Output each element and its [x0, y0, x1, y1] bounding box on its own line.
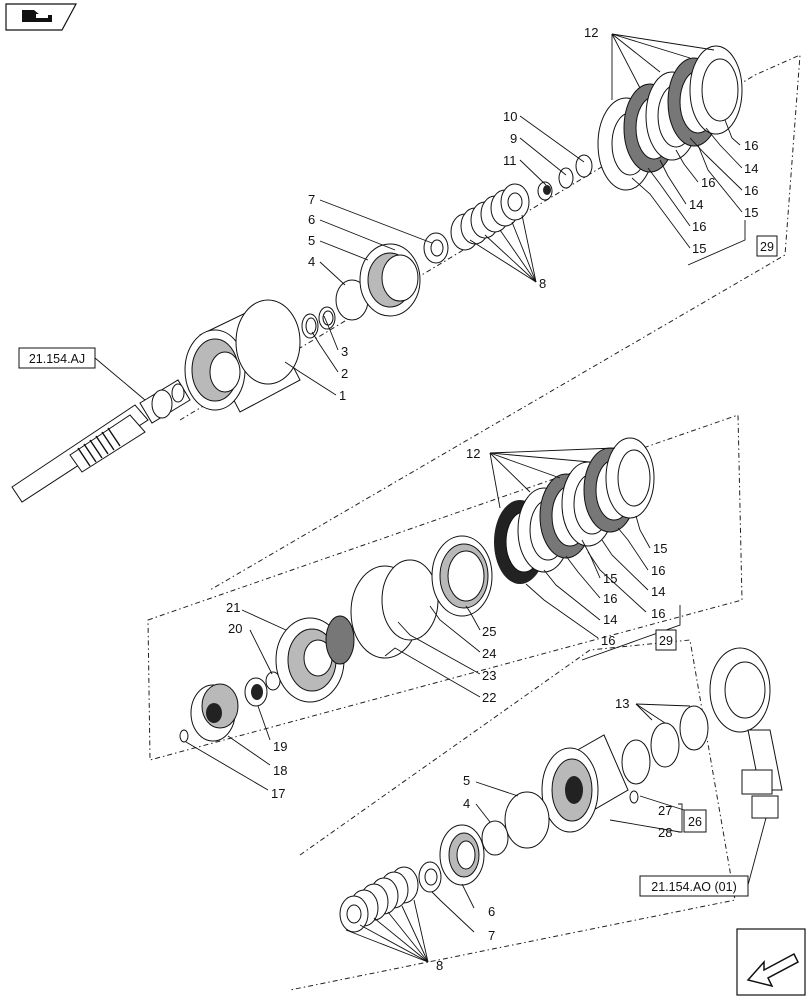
- lever-assembly: [709, 647, 783, 819]
- callout-8: 8: [436, 958, 443, 973]
- callout-14: 14: [744, 161, 758, 176]
- callout-10: 10: [503, 109, 517, 124]
- bearing-19: [244, 677, 268, 707]
- bushing-11: [537, 181, 553, 201]
- o-rings-13: [621, 705, 709, 785]
- callout-14: 14: [689, 197, 703, 212]
- gear-18: [190, 683, 239, 742]
- ring-9: [558, 167, 574, 189]
- callout-18: 18: [273, 763, 287, 778]
- callout-15: 15: [744, 205, 758, 220]
- spring-pack-8: [450, 183, 530, 251]
- callout-6: 6: [488, 904, 495, 919]
- callout-20: 20: [228, 621, 242, 636]
- frame-top: [179, 54, 801, 591]
- callout-22: 22: [482, 690, 496, 705]
- callout-3: 3: [341, 344, 348, 359]
- washer-7-bottom: [418, 861, 442, 893]
- callout-16: 16: [744, 138, 758, 153]
- piston-6-bottom: [439, 824, 485, 886]
- callout-11: 11: [503, 153, 517, 168]
- kit-29-top-box[interactable]: 29: [756, 235, 778, 257]
- callout-15: 15: [692, 241, 706, 256]
- callout-19: 19: [273, 739, 287, 754]
- callout-13: 13: [615, 696, 629, 711]
- callout-4: 4: [308, 254, 315, 269]
- callout-15: 15: [653, 541, 667, 556]
- callouts-middle: 12 15 16 15 14 16 14 16 16 21 20 25 24 2…: [226, 446, 667, 801]
- frame-middle: [147, 414, 743, 761]
- callout-14: 14: [603, 612, 617, 627]
- leader-lines: [94, 33, 767, 963]
- kit-26-label[interactable]: 26: [688, 815, 702, 829]
- ring-10: [575, 154, 593, 178]
- clutch-drum-28: [541, 734, 629, 833]
- callout-16: 16: [692, 219, 706, 234]
- callout-15: 15: [603, 571, 617, 586]
- callout-27: 27: [658, 803, 672, 818]
- callouts-top: 12 10 9 11 7 6 5 4 8 3 2 1 16 14 16 16 1…: [308, 25, 758, 403]
- pin-27: [629, 790, 639, 804]
- callout-17: 17: [271, 786, 285, 801]
- callout-16: 16: [603, 591, 617, 606]
- clutch-discs-top: [597, 45, 743, 191]
- lever-reference-label[interactable]: 21.154.AO (01): [651, 880, 736, 894]
- frame-bottom: [289, 639, 736, 991]
- callout-7: 7: [488, 928, 495, 943]
- ring-3: [318, 306, 336, 330]
- callout-9: 9: [510, 131, 517, 146]
- kit-29-middle-box[interactable]: 29: [655, 629, 677, 651]
- callouts-bottom: 13 5 4 27 28 6 7 8: [436, 696, 672, 973]
- callout-25: 25: [482, 624, 496, 639]
- callout-21: 21: [226, 600, 240, 615]
- callout-16: 16: [744, 183, 758, 198]
- kit-26-box[interactable]: 26: [678, 803, 707, 833]
- callout-5: 5: [463, 773, 470, 788]
- snap-ring-2: [301, 313, 319, 339]
- seal-22-23: [350, 559, 439, 659]
- o-ring-4-bottom: [481, 820, 509, 856]
- kit-29-middle-label[interactable]: 29: [659, 634, 673, 648]
- page-next-arrow-icon[interactable]: [736, 928, 806, 996]
- piston-5-6: [359, 243, 421, 317]
- o-ring-5-bottom: [504, 791, 550, 849]
- input-shaft: [11, 379, 191, 503]
- callout-16: 16: [651, 563, 665, 578]
- kit-29-top-label[interactable]: 29: [760, 240, 774, 254]
- callout-4: 4: [463, 796, 470, 811]
- lever-reference-box[interactable]: 21.154.AO (01): [639, 875, 749, 897]
- spring-pack-8-bottom: [339, 866, 419, 933]
- callout-1: 1: [339, 388, 346, 403]
- callout-23: 23: [482, 668, 496, 683]
- callout-24: 24: [482, 646, 496, 661]
- page-back-icon[interactable]: [5, 3, 78, 31]
- callout-16: 16: [601, 633, 615, 648]
- callout-28: 28: [658, 825, 672, 840]
- callout-2: 2: [341, 366, 348, 381]
- callout-16: 16: [701, 175, 715, 190]
- callout-8: 8: [539, 276, 546, 291]
- shaft-reference-label[interactable]: 21.154.AJ: [29, 352, 85, 366]
- callout-5: 5: [308, 233, 315, 248]
- callout-14: 14: [651, 584, 665, 599]
- ring-17: [179, 729, 189, 743]
- clutch-drum-1: [184, 299, 301, 413]
- callout-6: 6: [308, 212, 315, 227]
- callout-7: 7: [308, 192, 315, 207]
- ring-24-25: [431, 535, 493, 617]
- washer-7: [423, 232, 449, 264]
- callout-12: 12: [584, 25, 598, 40]
- clutch-discs-middle: [494, 437, 655, 584]
- callout-12: 12: [466, 446, 480, 461]
- shaft-reference-box[interactable]: 21.154.AJ: [18, 347, 96, 369]
- hub-21: [275, 615, 355, 703]
- callout-16: 16: [651, 606, 665, 621]
